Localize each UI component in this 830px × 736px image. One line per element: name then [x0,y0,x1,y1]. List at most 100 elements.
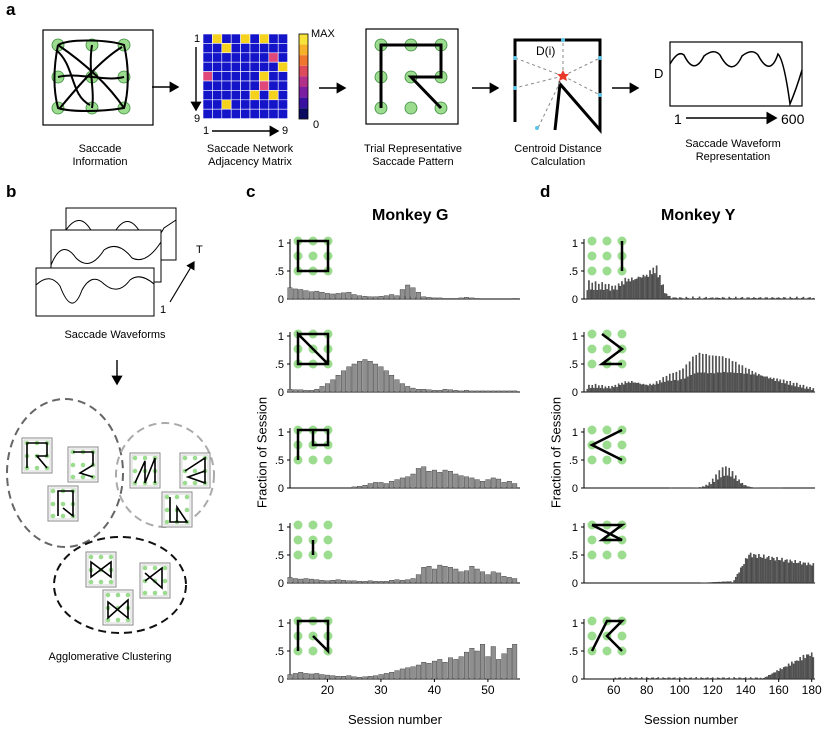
bar [771,379,773,393]
bar [791,385,793,393]
bar [298,672,304,680]
bar [373,675,379,680]
bar [458,656,464,680]
chart-1-row-4: 0.51 [569,616,815,686]
bar [735,296,737,300]
y-tick-label: 1 [572,331,578,343]
bar [512,483,518,489]
bar [786,559,788,584]
bar [669,295,671,300]
bar [702,677,704,680]
inset-dot [323,550,333,560]
bar [675,371,678,393]
bar [695,355,697,393]
bar [812,297,815,300]
bar [725,357,727,393]
bar [586,290,589,300]
inset-pattern [587,520,627,560]
bar [804,658,806,680]
bar [474,390,480,393]
bar [786,666,788,680]
colorbar-segment [299,65,308,77]
bar [759,556,762,584]
matrix-cell [268,61,279,72]
bar [716,581,719,584]
inset-path [591,523,626,542]
bar [496,572,502,584]
bar [739,297,742,300]
bar [771,673,773,680]
bar [746,486,749,489]
x-tick-label: 180 [802,683,822,697]
bar [741,296,744,300]
bar [308,390,314,393]
bar [751,557,754,584]
bar [812,388,815,393]
bar [480,481,486,489]
matrix-cell [221,61,232,72]
bar [749,487,752,489]
matrix-cell [249,108,260,119]
bar [442,469,448,489]
bar [796,382,798,393]
matrix-col-start: 1 [203,125,210,137]
x-tick-label: 50 [481,683,495,697]
bar [469,477,475,489]
matrix-cell [221,90,232,101]
bar [738,572,740,584]
bar [715,474,717,489]
bar [746,558,749,584]
bar [728,677,730,680]
bar [308,673,314,680]
bar [733,372,735,393]
pattern-dot [132,468,138,474]
bar [287,287,293,300]
bar [735,576,737,584]
bar [631,277,633,300]
bar [622,284,625,300]
inset-dot [308,520,318,530]
matrix-cell [259,43,270,54]
inset-pattern [293,520,333,560]
bar [367,296,373,300]
bar [764,297,767,300]
bar [485,390,491,393]
bar [367,361,373,393]
bar [335,375,341,393]
bar [693,298,696,300]
bar [711,677,714,680]
bar [713,373,716,393]
matrix-cell [268,90,279,101]
inset-dot [602,550,612,560]
bar [673,297,676,300]
inset-path [296,428,330,460]
bar [705,677,707,680]
bar [405,579,411,584]
bar [735,475,737,489]
bar [672,297,674,300]
bar [711,355,714,393]
bar [657,383,660,393]
inset-dot [617,631,627,641]
pattern-dot [152,590,158,596]
bar [631,381,633,393]
pattern-dot [142,455,148,461]
bar [442,389,448,393]
bar [612,289,615,300]
cluster-pattern-icons [21,437,211,626]
inset-pattern [587,329,627,369]
bar [341,580,346,584]
bar [680,297,683,300]
bar [789,296,792,300]
bar [496,659,502,680]
bar [474,479,480,489]
bar [700,372,702,393]
bar [751,298,754,300]
bar [731,471,734,489]
pattern-dot [108,579,114,585]
matrix-cell [230,52,241,63]
y-tick-label: .5 [275,646,284,658]
bar [617,283,620,300]
bar [720,477,722,489]
bar [763,677,765,680]
